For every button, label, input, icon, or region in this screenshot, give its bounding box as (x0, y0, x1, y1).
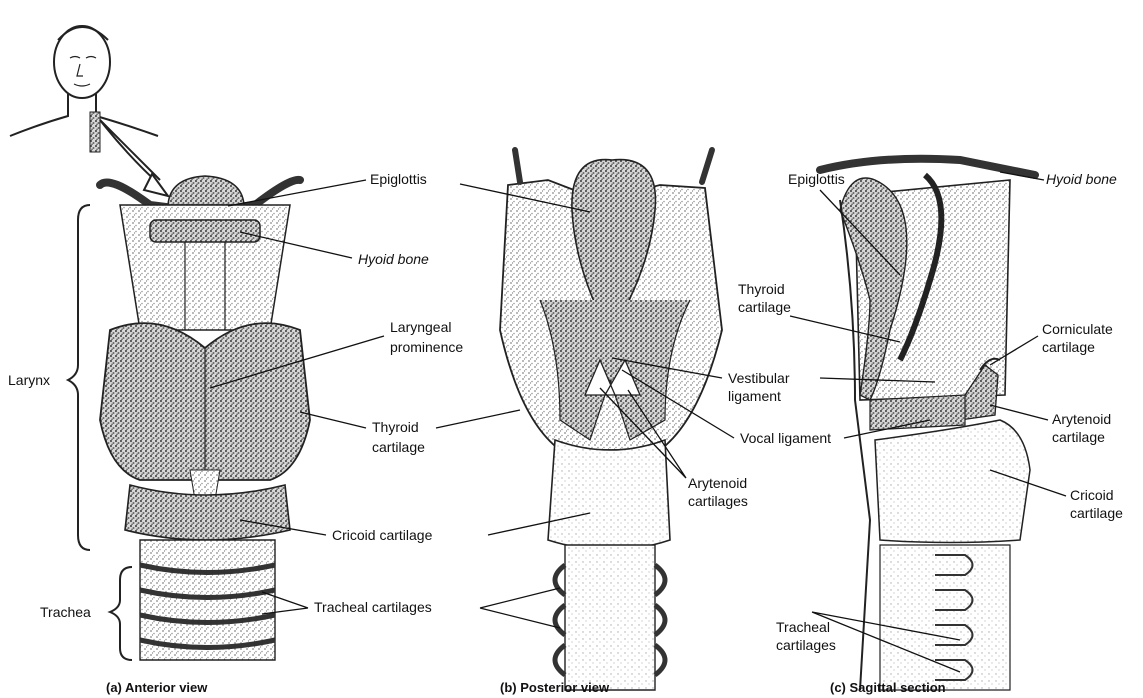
label-laryngeal-prominence-1: Laryngeal (390, 319, 452, 335)
label-sagittal-cricoid-2: cartilage (1070, 505, 1123, 521)
larynx-brace (68, 205, 90, 550)
label-sagittal-hyoid-bone: Hyoid bone (1046, 171, 1117, 187)
label-corniculate-1: Corniculate (1042, 321, 1113, 337)
label-thyroid-cartilage-1: Thyroid (372, 419, 419, 435)
label-vestibular-ligament-1: Vestibular (728, 370, 790, 386)
label-laryngeal-prominence-2: prominence (390, 339, 463, 355)
posterior-larynx-drawing (500, 150, 722, 690)
label-sagittal-thyroid-2: cartilage (738, 299, 791, 315)
label-larynx: Larynx (8, 372, 50, 388)
label-sagittal-arytenoid-1: Arytenoid (1052, 411, 1111, 427)
head-inset-icon (10, 26, 168, 196)
leader-sagittal-arytenoid (990, 405, 1048, 420)
label-epiglottis: Epiglottis (370, 171, 427, 187)
label-arytenoid-cartilages-2: cartilages (688, 493, 748, 509)
trachea-brace (110, 567, 132, 660)
label-vocal-ligament: Vocal ligament (740, 430, 831, 446)
caption-posterior: (b) Posterior view (500, 680, 610, 695)
label-sagittal-thyroid-1: Thyroid (738, 281, 785, 297)
caption-sagittal: (c) Sagittal section (830, 680, 946, 695)
label-arytenoid-cartilages-1: Arytenoid (688, 475, 747, 491)
label-thyroid-cartilage-2: cartilage (372, 439, 425, 455)
label-trachea: Trachea (40, 604, 91, 620)
leader-tracheal-b (480, 588, 560, 628)
label-sagittal-cricoid-1: Cricoid (1070, 487, 1114, 503)
label-vestibular-ligament-2: ligament (728, 388, 781, 404)
label-sagittal-tracheal-2: cartilages (776, 637, 836, 653)
label-hyoid-bone: Hyoid bone (358, 251, 429, 267)
anterior-larynx-drawing (100, 176, 310, 660)
label-sagittal-tracheal-1: Tracheal (776, 619, 830, 635)
leader-thyroid-b (436, 410, 520, 428)
label-corniculate-2: cartilage (1042, 339, 1095, 355)
label-sagittal-arytenoid-2: cartilage (1052, 429, 1105, 445)
sagittal-larynx-drawing (820, 159, 1035, 690)
label-tracheal-cartilages: Tracheal cartilages (314, 599, 432, 615)
caption-anterior: (a) Anterior view (106, 680, 208, 695)
label-sagittal-epiglottis: Epiglottis (788, 171, 845, 187)
label-cricoid-cartilage: Cricoid cartilage (332, 527, 433, 543)
